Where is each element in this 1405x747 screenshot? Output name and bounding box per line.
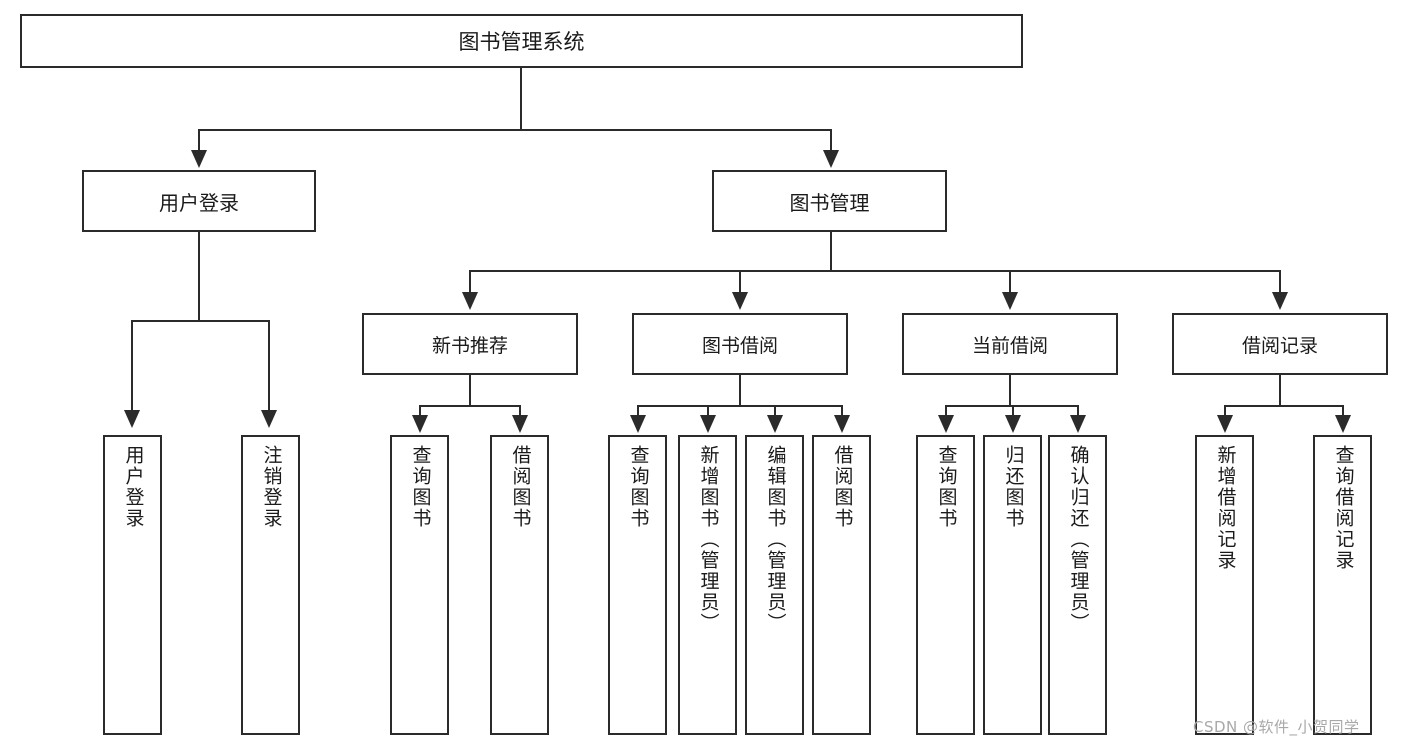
- edge-user-login-bus: [131, 320, 268, 322]
- edge-drop-leaf-user-login: [131, 320, 133, 412]
- arrow-cb-3: [1070, 415, 1086, 433]
- node-user-login[interactable]: 用户登录: [82, 170, 316, 232]
- leaf-cb-query-book[interactable]: 查询图书: [916, 435, 975, 735]
- node-current-borrow-label: 当前借阅: [971, 334, 1048, 357]
- edge-level2-bus: [198, 129, 832, 131]
- node-new-book-recommend[interactable]: 新书推荐: [362, 313, 578, 375]
- leaf-bb-edit-book-label: 编辑图书（管理员）: [764, 445, 787, 634]
- node-root[interactable]: 图书管理系统: [20, 14, 1023, 68]
- leaf-user-login-label: 用户登录: [122, 445, 145, 529]
- arrow-current: [1002, 292, 1018, 310]
- node-book-management[interactable]: 图书管理: [712, 170, 947, 232]
- leaf-bb-add-book[interactable]: 新增图书（管理员）: [678, 435, 737, 735]
- edge-drop-nb-1: [419, 405, 421, 419]
- edge-current-stem: [1009, 375, 1011, 407]
- leaf-nb-borrow-book[interactable]: 借阅图书: [490, 435, 549, 735]
- arrow-book-manage: [823, 150, 839, 168]
- arrow-bb-4: [834, 415, 850, 433]
- leaf-logout[interactable]: 注销登录: [241, 435, 300, 735]
- leaf-cb-query-book-label: 查询图书: [935, 445, 958, 529]
- watermark: CSDN @软件_小贺同学: [1193, 718, 1360, 736]
- arrow-cb-2: [1005, 415, 1021, 433]
- edge-drop-bb-2: [707, 405, 709, 419]
- edge-drop-bb-3: [774, 405, 776, 419]
- edge-new-book-stem: [469, 375, 471, 407]
- leaf-nb-borrow-book-label: 借阅图书: [509, 445, 532, 529]
- arrow-bb-3: [767, 415, 783, 433]
- leaf-br-query-record-label: 查询借阅记录: [1332, 445, 1355, 571]
- edge-drop-bb-4: [841, 405, 843, 419]
- leaf-cb-return-book-label: 归还图书: [1002, 445, 1025, 529]
- edge-new-book-bus: [419, 405, 520, 407]
- edge-drop-user-login: [198, 129, 200, 153]
- edge-drop-cb-1: [945, 405, 947, 419]
- arrow-nb-1: [412, 415, 428, 433]
- leaf-bb-query-book[interactable]: 查询图书: [608, 435, 667, 735]
- edge-drop-br-2: [1342, 405, 1344, 419]
- edge-drop-bb-1: [637, 405, 639, 419]
- leaf-bb-query-book-label: 查询图书: [627, 445, 650, 529]
- arrow-records: [1272, 292, 1288, 310]
- arrow-br-2: [1335, 415, 1351, 433]
- leaf-user-login[interactable]: 用户登录: [103, 435, 162, 735]
- arrow-br-1: [1217, 415, 1233, 433]
- leaf-bb-borrow-book-label: 借阅图书: [831, 445, 854, 529]
- edge-drop-book-manage: [830, 129, 832, 153]
- leaf-br-add-record[interactable]: 新增借阅记录: [1195, 435, 1254, 735]
- edge-records-bus: [1224, 405, 1343, 407]
- edge-user-login-stem: [198, 232, 200, 322]
- arrow-bb-1: [630, 415, 646, 433]
- edge-book-management-stem: [830, 232, 832, 272]
- node-root-label: 图书管理系统: [458, 30, 585, 54]
- edge-drop-br-1: [1224, 405, 1226, 419]
- node-book-management-label: 图书管理: [789, 190, 870, 215]
- edge-drop-leaf-logout: [268, 320, 270, 412]
- node-user-login-label: 用户登录: [159, 190, 239, 215]
- arrow-leaf-user-login: [124, 410, 140, 428]
- arrow-borrow: [732, 292, 748, 310]
- node-book-borrow[interactable]: 图书借阅: [632, 313, 848, 375]
- edge-drop-borrow: [739, 270, 741, 294]
- edge-drop-records: [1279, 270, 1281, 294]
- edge-drop-cb-3: [1077, 405, 1079, 419]
- arrow-nb-2: [512, 415, 528, 433]
- node-book-borrow-label: 图书借阅: [701, 334, 778, 357]
- leaf-nb-query-book-label: 查询图书: [409, 445, 432, 529]
- edge-drop-current: [1009, 270, 1011, 294]
- arrow-user-login: [191, 150, 207, 168]
- leaf-cb-return-book[interactable]: 归还图书: [983, 435, 1042, 735]
- leaf-bb-edit-book[interactable]: 编辑图书（管理员）: [745, 435, 804, 735]
- edge-drop-nb-2: [519, 405, 521, 419]
- edge-borrow-stem: [739, 375, 741, 407]
- edge-root-stem: [520, 68, 522, 130]
- leaf-cb-confirm-return-label: 确认归还（管理员）: [1067, 445, 1090, 634]
- edge-drop-cb-2: [1012, 405, 1014, 419]
- arrow-cb-1: [938, 415, 954, 433]
- leaf-nb-query-book[interactable]: 查询图书: [390, 435, 449, 735]
- leaf-bb-borrow-book[interactable]: 借阅图书: [812, 435, 871, 735]
- leaf-br-add-record-label: 新增借阅记录: [1214, 445, 1237, 571]
- node-current-borrow[interactable]: 当前借阅: [902, 313, 1118, 375]
- edge-borrow-bus: [637, 405, 843, 407]
- node-borrow-records-label: 借阅记录: [1241, 334, 1318, 357]
- leaf-cb-confirm-return[interactable]: 确认归还（管理员）: [1048, 435, 1107, 735]
- edge-drop-new-book: [469, 270, 471, 294]
- edge-records-stem: [1279, 375, 1281, 407]
- node-borrow-records[interactable]: 借阅记录: [1172, 313, 1388, 375]
- arrow-new-book: [462, 292, 478, 310]
- node-new-book-recommend-label: 新书推荐: [431, 334, 508, 357]
- edge-level3-bus: [469, 270, 1281, 272]
- arrow-bb-2: [700, 415, 716, 433]
- leaf-logout-label: 注销登录: [260, 445, 283, 529]
- arrow-leaf-logout: [261, 410, 277, 428]
- leaf-br-query-record[interactable]: 查询借阅记录: [1313, 435, 1372, 735]
- leaf-bb-add-book-label: 新增图书（管理员）: [697, 445, 720, 634]
